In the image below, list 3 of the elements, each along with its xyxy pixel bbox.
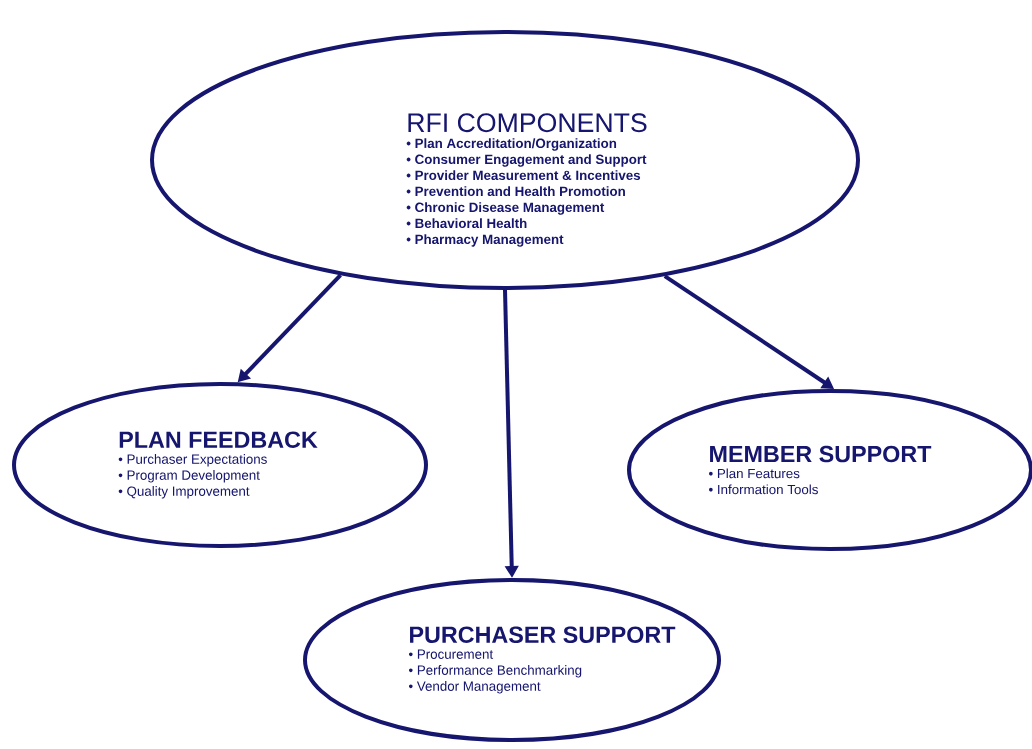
ellipse-node: PURCHASER SUPPORT • Procurement • Performance Benchmarking • Vendor Management <box>303 578 721 742</box>
ellipse-node: RFI COMPONENTS • Plan Accreditation/Organization • Consumer Engagement and Support • Provider Measurement & Incentives • Prevention and Health Promotion • Chronic Disease Management • Behavioral Health • Pharmacy Management <box>150 30 860 290</box>
ellipse-node: PLAN FEEDBACK • Purchaser Expectations • Program Development • Quality Improvement <box>12 382 428 548</box>
